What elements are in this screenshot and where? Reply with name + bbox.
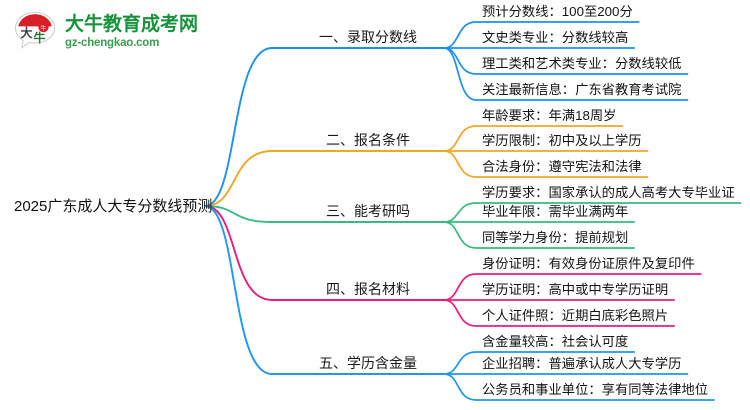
mindmap-leaf-1-4[interactable]: 关注最新信息：广东省教育考试院 xyxy=(482,82,682,97)
mindmap-leaf-3-1[interactable]: 学历要求：国家承认的成人高考大专毕业证 xyxy=(482,185,735,200)
mindmap-leaf-1-3[interactable]: 理工类和艺术类专业：分数线较低 xyxy=(482,56,682,71)
mindmap-leaf-5-3[interactable]: 公务员和事业单位：享有同等法律地位 xyxy=(482,382,709,397)
mindmap-branch-5[interactable]: 五、学历含金量 xyxy=(319,355,417,371)
mindmap-leaf-5-1[interactable]: 含金量较高：社会认可度 xyxy=(482,334,629,349)
mindmap-leaf-2-1[interactable]: 年龄要求：年满18周岁 xyxy=(482,108,617,123)
svg-text:牛: 牛 xyxy=(40,24,46,32)
mindmap-leaf-2-2[interactable]: 学历限制：初中及以上学历 xyxy=(482,133,642,148)
mindmap-leaf-4-2[interactable]: 学历证明：高中或中专学历证明 xyxy=(482,282,669,297)
mindmap-branch-2[interactable]: 二、报名条件 xyxy=(326,132,410,148)
mindmap-branch-1[interactable]: 一、录取分数线 xyxy=(319,29,417,45)
mindmap-leaf-1-2[interactable]: 文史类专业：分数线较高 xyxy=(482,30,629,45)
mindmap-leaf-3-3[interactable]: 同等学力身份：提前规划 xyxy=(482,230,629,245)
mindmap-branch-4[interactable]: 四、报名材料 xyxy=(326,281,410,297)
mindmap-leaf-2-3[interactable]: 合法身份：遵守宪法和法律 xyxy=(482,159,642,174)
logo-domain: gz-chengkao.com xyxy=(65,37,160,49)
svg-text:牛: 牛 xyxy=(33,30,45,45)
svg-text:大: 大 xyxy=(20,25,32,40)
mindmap-branch-3[interactable]: 三、能考研吗 xyxy=(326,203,410,219)
daniu-logo-icon: 大 牛 牛 xyxy=(12,10,58,54)
mindmap-leaf-1-1[interactable]: 预计分数线：100至200分 xyxy=(482,4,633,19)
mindmap-root-node[interactable]: 2025广东成人大专分数线预测 xyxy=(14,198,213,215)
logo-text-block: 大牛教育成考网 gz-chengkao.com xyxy=(65,14,198,50)
mindmap-leaf-3-2[interactable]: 毕业年限：需毕业满两年 xyxy=(482,204,629,219)
mindmap-leaf-4-3[interactable]: 个人证件照：近期白底彩色照片 xyxy=(482,308,669,323)
logo-brand-name: 大牛教育成考网 xyxy=(65,14,199,35)
mindmap-leaf-5-2[interactable]: 企业招聘：普遍承认成人大专学历 xyxy=(482,356,682,371)
mindmap-leaf-4-1[interactable]: 身份证明：有效身份证原件及复印件 xyxy=(482,256,695,271)
site-logo: 大 牛 牛 大牛教育成考网 gz-chengkao.com xyxy=(12,6,198,58)
